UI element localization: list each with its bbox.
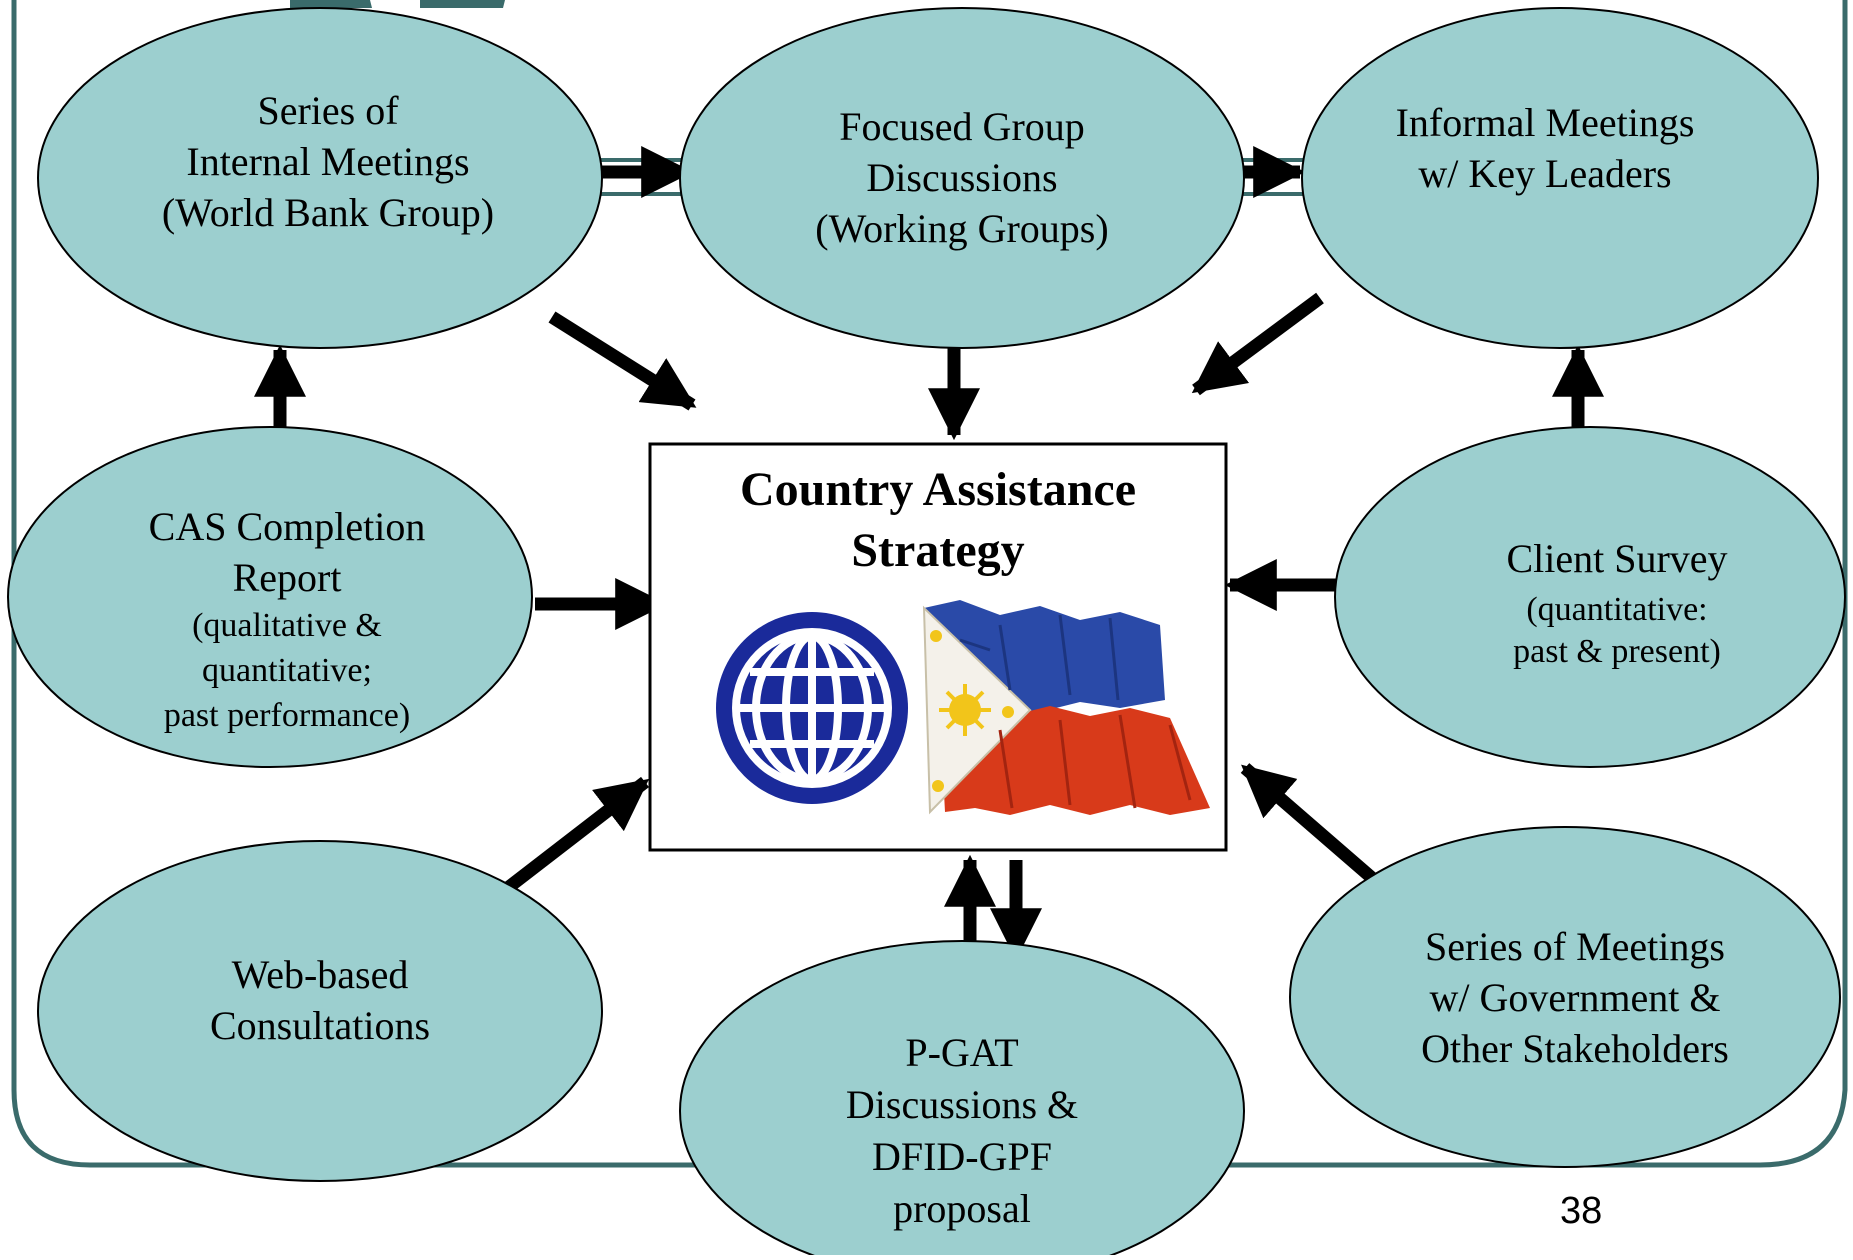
govt-meetings-line2: w/ Government & bbox=[1429, 975, 1720, 1020]
ellipse-cas-completion bbox=[7, 426, 533, 768]
title-fragment bbox=[290, 0, 505, 8]
ellipse-web-consultations bbox=[37, 840, 603, 1182]
focused-groups-line3: (Working Groups) bbox=[815, 206, 1108, 251]
ellipse-govt-meetings bbox=[1289, 826, 1841, 1168]
client-survey-line1: Client Survey bbox=[1506, 536, 1727, 581]
page-number: 38 bbox=[1560, 1190, 1603, 1232]
ellipse-pgat bbox=[679, 940, 1245, 1260]
center-title-line2: Strategy bbox=[851, 524, 1024, 577]
informal-meetings-line1: Informal Meetings bbox=[1396, 100, 1695, 145]
center-box: Country Assistance Strategy bbox=[648, 442, 1228, 852]
pgat-line3: DFID-GPF bbox=[872, 1134, 1052, 1179]
cas-completion-sub3: past performance) bbox=[164, 697, 410, 734]
philippine-flag-icon bbox=[922, 600, 1210, 815]
client-survey-sub2: past & present) bbox=[1513, 633, 1721, 670]
web-consultations-line1: Web-based bbox=[232, 952, 409, 997]
center-title-line1: Country Assistance bbox=[740, 463, 1136, 516]
arrow-govt-to-center bbox=[1240, 763, 1377, 883]
cas-completion-sub1: (qualitative & bbox=[192, 607, 382, 644]
internal-meetings-line1: Series of bbox=[257, 88, 399, 133]
arrow-web-to-center bbox=[501, 776, 650, 896]
focused-groups-line1: Focused Group bbox=[839, 104, 1085, 149]
ellipse-informal-meetings bbox=[1301, 7, 1819, 349]
arrow-informal-to-center bbox=[1191, 292, 1324, 396]
cas-completion-line1: CAS Completion bbox=[149, 504, 426, 549]
cas-completion-line2: Report bbox=[233, 555, 342, 600]
internal-meetings-line3: (World Bank Group) bbox=[162, 190, 494, 235]
arrow-internal-to-center bbox=[548, 311, 697, 411]
govt-meetings-line3: Other Stakeholders bbox=[1421, 1026, 1729, 1071]
ellipse-focused-groups bbox=[679, 7, 1245, 349]
pgat-line4: proposal bbox=[893, 1186, 1031, 1231]
pgat-line1: P-GAT bbox=[905, 1030, 1018, 1075]
pgat-line2: Discussions & bbox=[846, 1082, 1078, 1127]
govt-meetings-line1: Series of Meetings bbox=[1425, 924, 1725, 969]
cas-completion-sub2: quantitative; bbox=[202, 652, 372, 689]
internal-meetings-line2: Internal Meetings bbox=[186, 139, 469, 184]
focused-groups-line2: Discussions bbox=[866, 155, 1057, 200]
ellipse-internal-meetings bbox=[37, 7, 603, 349]
web-consultations-line2: Consultations bbox=[210, 1003, 430, 1048]
client-survey-sub1: (quantitative: bbox=[1526, 591, 1707, 628]
ellipse-client-survey bbox=[1334, 426, 1846, 768]
world-bank-globe-icon bbox=[716, 612, 908, 804]
informal-meetings-line2: w/ Key Leaders bbox=[1418, 151, 1671, 196]
